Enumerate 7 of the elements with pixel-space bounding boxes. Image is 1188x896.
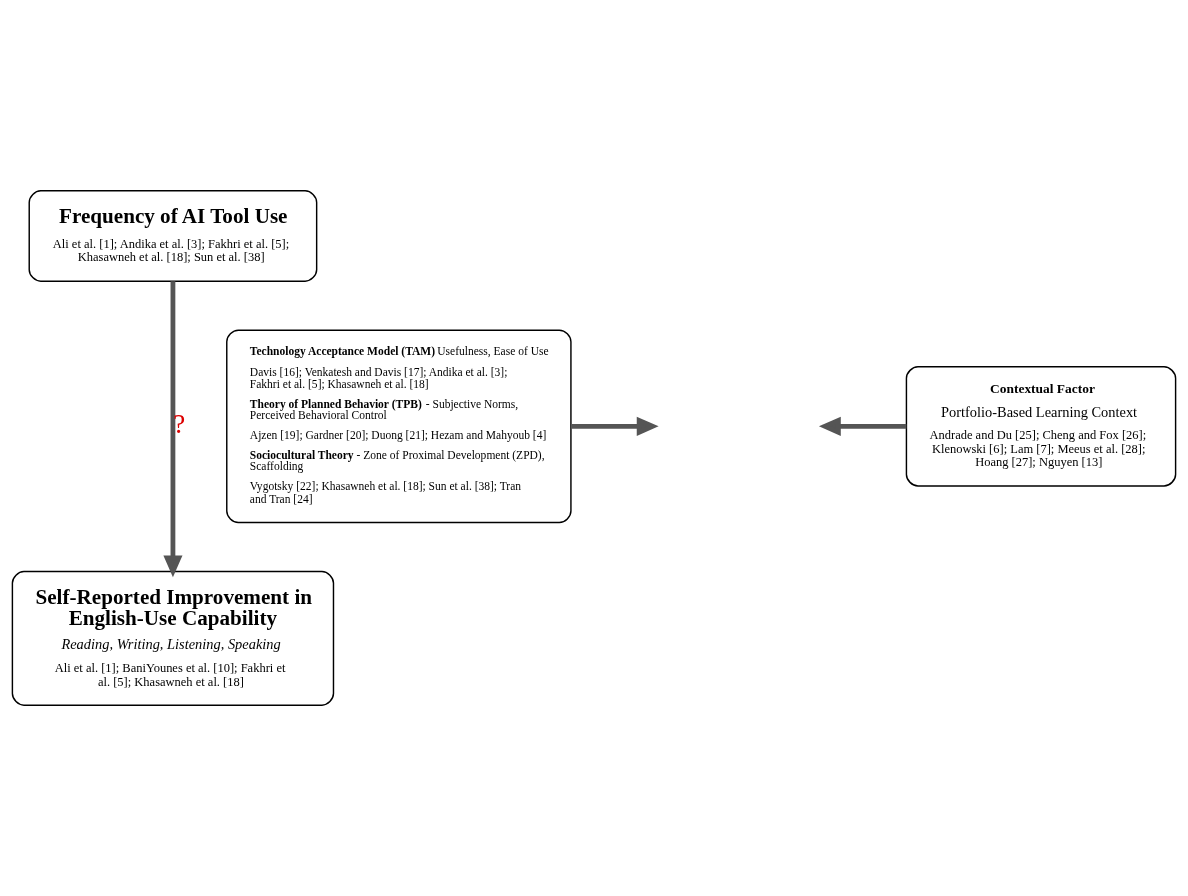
node-box: Contextual Factor Portfolio-Based Learning Context Andrade and Du [25]; Cheng and Fox [26]; Klenowski [6]; Lam [7]; Meeus et al. [28]; Hoang [27]; Nguyen [13] [905, 366, 1177, 487]
arrow [163, 281, 183, 578]
arrow [571, 416, 659, 436]
node-box: Frequency of AI Tool Use Ali et al. [1]; Andika et al. [3]; Fakhri et al. [5]; Khasawneh et al. [18]; Sun et al. [38] [28, 190, 318, 282]
node-box: Self-Reported Improvement in English-Use Capability Reading, Writing, Listening, Speaking Ali et al. [1]; BaniYounes et al. [10]; Fakhri et al. [5]; Khasawneh et al. [18] [11, 570, 335, 706]
node-box: Technology Acceptance Model (TAM) Usefulness, Ease of Use Davis [16]; Venkatesh and Davis [17]; Andika et al. [3]; Fakhri et al. [5]; Khasawneh et al. [18] Theory of Planned Behavior (TPB) - Subjective Norms, Perceived Behavioral Control Ajzen [19]; Gardner [20]; Duong [21]; Hezam and Mahyoub [4] Sociocultural Theory - Zone of Proximal Development (ZPD), Scaffolding Vygotsky [22]; Khasawneh et al. [18]; Sun et al. [38]; Tran and Tran [24] [226, 329, 572, 524]
arrow [818, 416, 907, 436]
